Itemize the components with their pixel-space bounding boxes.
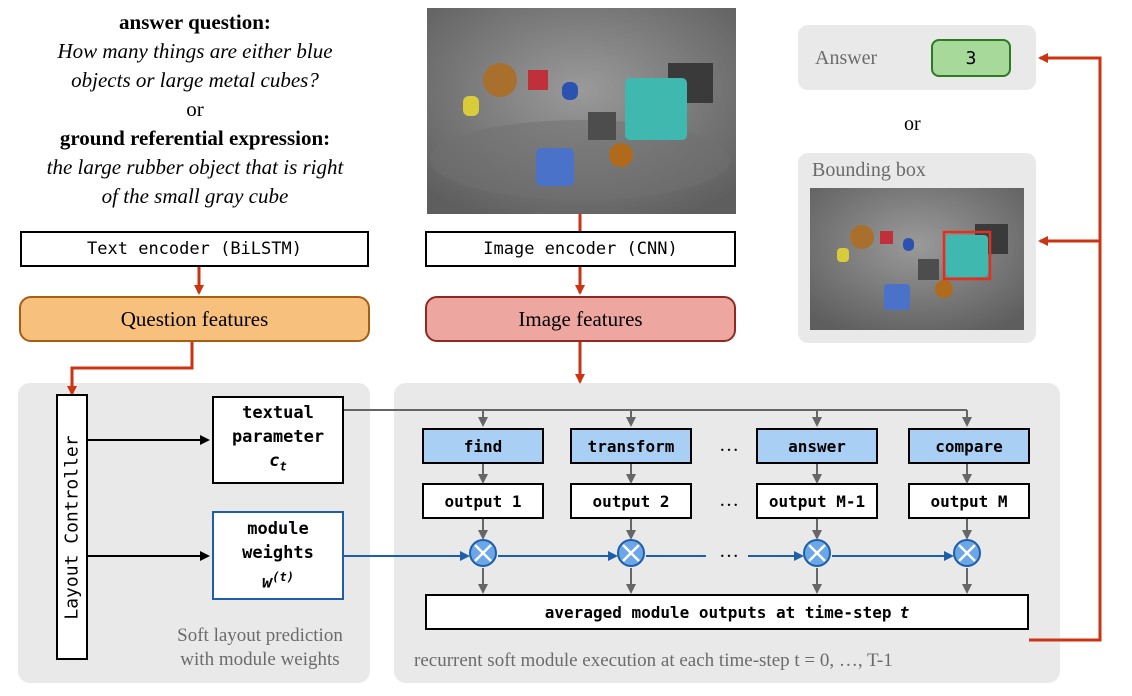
controller-caption-line: Soft layout prediction: [177, 625, 343, 646]
module-weights-label: module: [247, 518, 309, 539]
layout-controller-box: Layout Controller: [56, 394, 88, 660]
answer-value: 3: [931, 39, 1011, 77]
ellipsis: …: [719, 434, 739, 456]
multiply-icon: [803, 539, 831, 567]
multiply-icon: [953, 539, 981, 567]
multiply-icon: [617, 539, 645, 567]
text-encoder-box: Text encoder (BiLSTM): [20, 231, 369, 267]
clevr-scene-image: [427, 8, 736, 214]
ground-expression-text: the large rubber object that is right: [46, 155, 344, 179]
answer-question-heading: answer question:: [119, 10, 271, 34]
bbox-image: [810, 188, 1024, 330]
module-answer: answer: [756, 428, 878, 464]
answer-label: Answer: [815, 47, 878, 69]
answer-question-text: How many things are either blue: [57, 39, 333, 63]
output-box: output 1: [422, 483, 544, 519]
module-weights-symbol: w(t): [262, 569, 294, 593]
ellipsis: …: [719, 540, 739, 562]
layout-controller-label: Layout Controller: [61, 434, 83, 620]
bbox-label: Bounding box: [812, 159, 926, 181]
textual-parameter-label: textual: [242, 403, 314, 424]
ground-expression-heading: ground referential expression:: [59, 126, 331, 150]
textual-parameter-symbol: ct: [269, 451, 287, 474]
question-features-box: Question features: [19, 296, 370, 342]
ellipsis: …: [719, 489, 739, 511]
output-box: output 2: [570, 483, 692, 519]
module-weights-box: module weights w(t): [212, 511, 344, 600]
bounding-box-rect: [942, 230, 992, 281]
module-weights-label: weights: [242, 542, 314, 563]
multiply-icon: [469, 539, 497, 567]
output-box: output M-1: [756, 483, 878, 519]
textual-parameter-label: parameter: [231, 427, 325, 448]
ground-expression-text: of the small gray cube: [101, 184, 289, 208]
module-find: find: [422, 428, 544, 464]
module-compare: compare: [908, 428, 1030, 464]
answer-question-text: objects or large metal cubes?: [71, 68, 319, 92]
averaged-output-label: averaged module outputs at time-step: [544, 602, 892, 622]
query-text: answer question: How many things are eit…: [10, 8, 380, 211]
execution-caption: recurrent soft module execution at each …: [414, 650, 893, 671]
averaged-output-box: averaged module outputs at time-step t: [425, 594, 1029, 630]
averaged-output-var: t: [899, 602, 910, 622]
or-separator: or: [904, 113, 921, 135]
controller-caption-line: with module weights: [180, 649, 340, 670]
textual-parameter-box: textual parameter ct: [212, 396, 344, 484]
controller-caption: Soft layout prediction with module weigh…: [140, 624, 380, 672]
output-box: output M: [908, 483, 1030, 519]
or-separator: or: [186, 97, 204, 121]
image-features-box: Image features: [425, 296, 736, 342]
module-transform: transform: [570, 428, 692, 464]
image-encoder-box: Image encoder (CNN): [425, 231, 736, 267]
